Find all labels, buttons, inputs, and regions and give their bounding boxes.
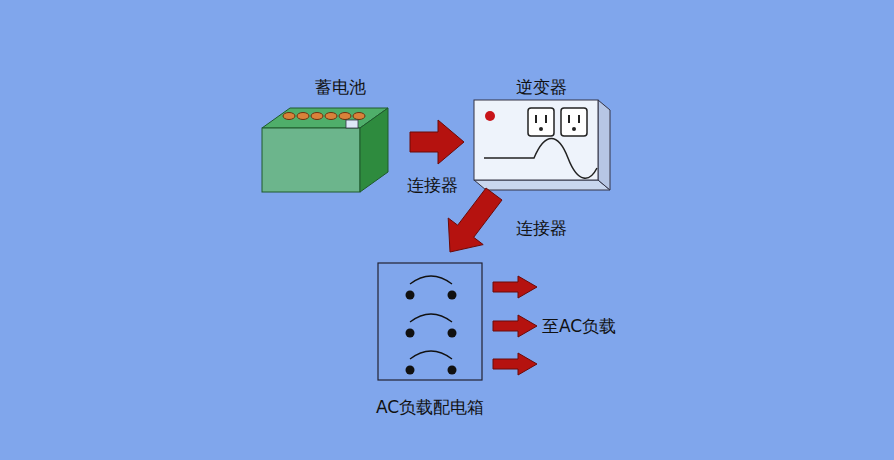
connector-label: 连接器 (407, 174, 458, 196)
battery-illustration (262, 108, 388, 192)
component-box: 逆变器 (466, 76, 616, 192)
component-label: 逆变器 (466, 76, 616, 98)
component-box: AC负载配电箱 (368, 258, 492, 418)
connector-arrow (410, 120, 464, 164)
component-label: 蓄电池 (266, 76, 414, 98)
inverter-illustration (474, 100, 610, 190)
connector-label: 连接器 (516, 217, 567, 239)
component-box: 蓄电池 (266, 76, 414, 194)
output-arrows (493, 276, 537, 375)
connector-arrow (448, 188, 502, 252)
distribution-box-illustration (378, 263, 482, 380)
output-label: 至AC负载 (542, 315, 616, 337)
component-label: AC负载配电箱 (368, 396, 492, 418)
